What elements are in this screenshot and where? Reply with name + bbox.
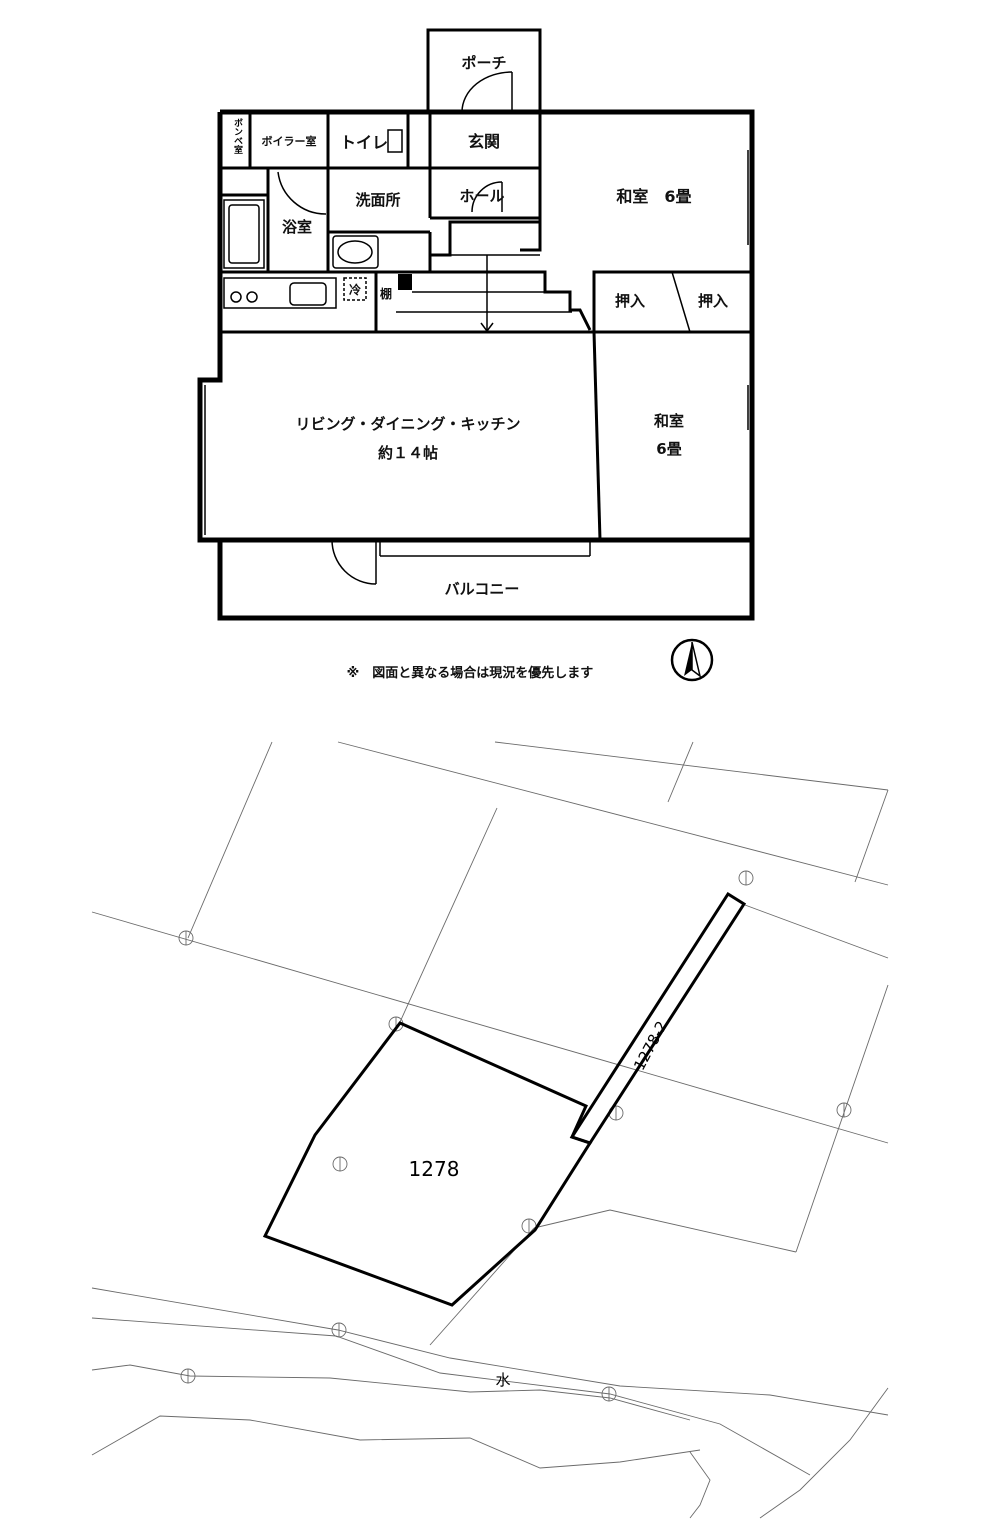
survey-marker-icon	[180, 1368, 196, 1384]
interior-walls	[204, 112, 752, 585]
bathroom-label: 浴室	[282, 218, 312, 236]
lot-1278-label: 1278	[409, 1157, 460, 1181]
japanese-room-2-label: 和室	[654, 412, 684, 430]
japanese-room-2-size: 6畳	[656, 440, 681, 458]
porch-area: ポーチ	[426, 28, 542, 113]
washroom-label: 洗面所	[355, 191, 400, 209]
exterior-walls	[197, 109, 755, 621]
japanese-room-1-label: 和室 6畳	[616, 187, 691, 206]
ldk-label: リビング・ダイニング・キッチン	[295, 415, 520, 433]
parcel-lines	[91, 741, 889, 1519]
boiler-room-label: ボイラー室	[262, 134, 317, 148]
survey-marker-icon	[601, 1386, 617, 1402]
entrance-label: 玄関	[468, 132, 500, 151]
gas-room-label: ボンベ室	[232, 118, 242, 154]
closet-right-label: 押入	[698, 292, 728, 310]
lot-1278-2-label: 1278-2	[630, 1018, 671, 1073]
disclaimer-note: ※ 図面と異なる場合は現況を優先します	[347, 665, 594, 681]
fridge-label: 冷	[349, 282, 361, 297]
room-labels: ボイラー室 トイレ 玄関 和室 6畳 洗面所 ホール 浴室 冷 棚 押入 押入 …	[262, 132, 729, 598]
shelf-label: 棚	[380, 286, 392, 301]
hall-label: ホール	[459, 187, 504, 205]
floor-plan: ポーチ	[197, 28, 755, 682]
survey-markers	[178, 870, 852, 1402]
lot-1278-2-boundary	[569, 891, 747, 1145]
survey-marker-icon	[178, 930, 194, 946]
closet-left-label: 押入	[615, 292, 645, 310]
north-arrow-icon	[670, 638, 714, 682]
survey-marker-icon	[332, 1156, 348, 1172]
water-label: 水	[495, 1371, 510, 1389]
balcony-label: バルコニー	[445, 580, 520, 598]
lot-1278-boundary	[262, 1021, 593, 1307]
porch-label: ポーチ	[461, 54, 506, 72]
survey-marker-icon	[836, 1102, 852, 1118]
survey-marker-icon	[738, 870, 754, 886]
toilet-label: トイレ	[340, 133, 388, 152]
ldk-size-label: 約１４帖	[378, 444, 438, 462]
survey-marker-icon	[331, 1322, 347, 1338]
